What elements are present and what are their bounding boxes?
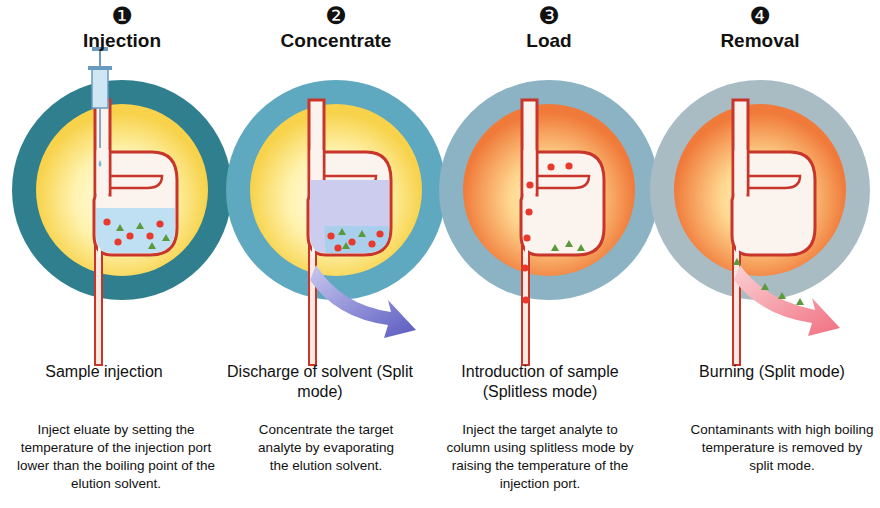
analyte-dot	[522, 296, 529, 303]
column	[733, 240, 740, 365]
contaminant-triangle	[796, 298, 804, 305]
analyte-dot	[348, 238, 355, 245]
analyte-dot	[114, 238, 121, 245]
split-arrow	[310, 265, 416, 338]
contaminant-triangle	[342, 242, 350, 249]
step-number: ❶	[102, 3, 142, 29]
step-description: Concentrate the target analyte by evapor…	[251, 421, 401, 475]
column	[309, 240, 316, 365]
analyte-dot	[368, 240, 375, 247]
step-description: Inject eluate by setting the temperature…	[4, 421, 228, 493]
baffle	[537, 176, 589, 188]
column	[95, 240, 102, 365]
analyte-dot	[156, 220, 163, 227]
inlet-joint	[524, 150, 536, 200]
baffle	[748, 176, 800, 188]
contaminant-triangle	[778, 292, 786, 299]
droplet	[99, 160, 102, 167]
step-caption: Sample injection	[4, 362, 204, 382]
contaminant-triangle	[136, 222, 144, 229]
outer-ring	[439, 80, 659, 300]
step-caption: Introduction of sample (Splitless mode)	[440, 362, 640, 402]
analyte-dot	[526, 181, 533, 188]
analyte-dot	[334, 244, 341, 251]
vapour	[310, 180, 389, 253]
analyte-dot	[327, 232, 334, 239]
syringe-barrel	[92, 68, 108, 108]
contaminant-triangle	[358, 230, 366, 237]
analyte-dot	[126, 232, 133, 239]
step-description: Inject the target analyte to column usin…	[440, 421, 640, 493]
solvent	[96, 208, 175, 253]
contaminant-triangle	[565, 240, 573, 247]
step-title: Injection	[22, 30, 222, 52]
analyte-dot	[376, 230, 383, 237]
inlet-joint	[735, 150, 747, 200]
heated-port	[250, 104, 422, 276]
contaminant-triangle	[116, 224, 124, 231]
split-arrow	[734, 265, 840, 336]
analyte-dot	[521, 264, 528, 271]
analyte-dot	[565, 162, 572, 169]
syringe-plunger	[99, 50, 101, 66]
heated-port	[36, 104, 208, 276]
outer-ring	[226, 80, 446, 300]
analyte-dot	[146, 232, 153, 239]
contaminant-triangle	[148, 242, 156, 249]
column	[522, 240, 529, 365]
contaminant-triangle	[551, 244, 559, 251]
step-caption: Burning (Split mode)	[682, 362, 862, 382]
analyte-dot	[103, 218, 110, 225]
inlet-joint	[97, 150, 109, 200]
step-title: Removal	[660, 30, 860, 52]
step-number: ❷	[316, 3, 356, 29]
step-title: Concentrate	[236, 30, 436, 52]
contaminant-triangle	[338, 228, 346, 235]
step-number: ❸	[529, 3, 569, 29]
outlet-joint	[736, 235, 739, 257]
contaminant-triangle	[761, 283, 769, 290]
baffle	[110, 176, 162, 188]
syringe-flange	[88, 66, 112, 70]
step-number: ❹	[740, 3, 780, 29]
contaminant-triangle	[577, 244, 585, 251]
heated-port	[463, 104, 635, 276]
analyte-dot	[547, 163, 554, 170]
heated-port	[674, 104, 846, 276]
solvent	[324, 226, 389, 253]
analyte-dot	[525, 208, 532, 215]
step-caption: Discharge of solvent (Split mode)	[215, 362, 425, 402]
step-title: Load	[449, 30, 649, 52]
outer-ring	[12, 80, 232, 300]
analyte-dot	[523, 234, 530, 241]
contaminant-triangle	[162, 234, 170, 241]
contaminant-triangle	[733, 258, 741, 265]
outer-ring	[650, 80, 870, 300]
syringe-needle	[99, 108, 101, 148]
step-description: Contaminants with high boiling temperatu…	[689, 421, 875, 475]
